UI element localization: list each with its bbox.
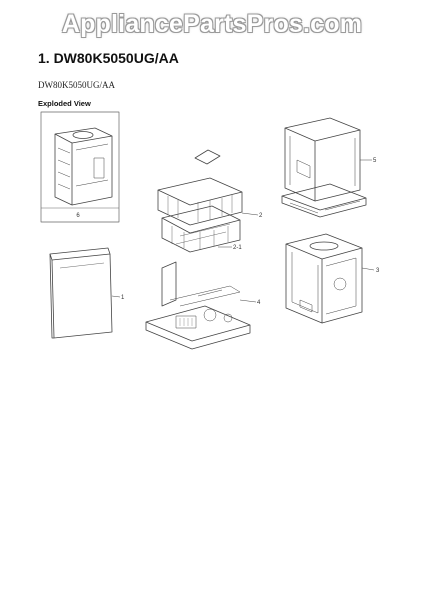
part-label-4: 4 [257,300,261,306]
watermark: AppliancePartsPros.com [61,10,363,38]
cabinet-panel-illustration [281,117,372,218]
part-label-2: 2 [259,213,263,219]
complete-unit-illustration [40,111,120,223]
tub-assembly-illustration [285,233,375,324]
base-assembly-illustration [145,261,257,350]
door-assembly-illustration [49,247,121,339]
part-label-3: 3 [376,268,380,274]
page-title: 1. DW80K5050UG/AA [38,50,179,66]
part-label-6: 6 [76,213,80,219]
part-label-5: 5 [373,158,377,164]
part-label-2-1: 2-1 [233,245,242,251]
part-label-1: 1 [121,295,125,301]
section-heading: Exploded View [38,99,91,108]
model-number: DW80K5050UG/AA [38,80,115,90]
rack-assembly-illustration [157,149,259,253]
